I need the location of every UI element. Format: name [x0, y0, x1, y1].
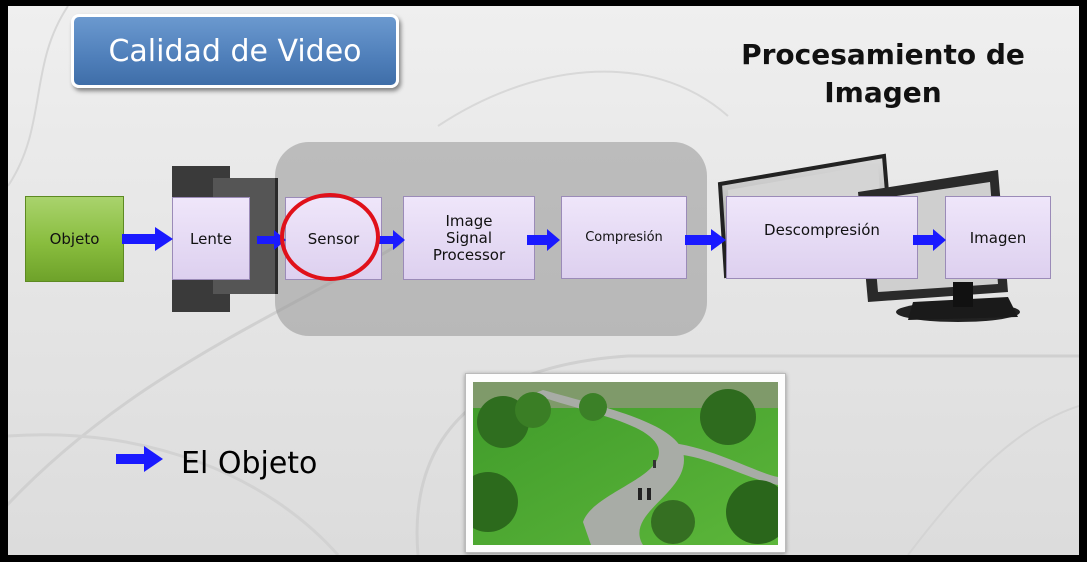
- sensor-highlight-circle: [280, 193, 380, 281]
- node-isp-line-2: Signal: [445, 228, 493, 247]
- node-lente: Lente: [172, 197, 250, 280]
- arrow-descompresion-to-imagen: [913, 229, 946, 251]
- legend-arrow: [116, 446, 163, 472]
- park-photo-frame: [465, 373, 786, 553]
- arrow-isp-to-compresion: [527, 229, 560, 251]
- title-box: Calidad de Video: [71, 14, 399, 88]
- node-compresion: Compresión: [561, 196, 687, 279]
- node-image-signal-processor: Image Signal Processor: [403, 196, 535, 280]
- node-descompresion: Descompresión: [726, 196, 918, 279]
- node-objeto: Objeto: [25, 196, 124, 282]
- heading: Procesamiento de Imagen: [741, 38, 1025, 109]
- slide: Calidad de Video Procesamiento de Imagen…: [8, 6, 1079, 555]
- arrow-compresion-to-descompresion: [685, 229, 726, 251]
- arrow-objeto-to-lente: [122, 227, 173, 251]
- legend-label: El Objeto: [181, 446, 318, 481]
- arrow-lente-to-sensor: [257, 230, 286, 250]
- node-imagen: Imagen: [945, 196, 1051, 279]
- arrow-sensor-to-isp: [376, 230, 405, 250]
- node-isp-line-1: Image: [445, 211, 493, 230]
- node-isp-line-3: Processor: [432, 245, 506, 264]
- park-photo: [473, 382, 778, 545]
